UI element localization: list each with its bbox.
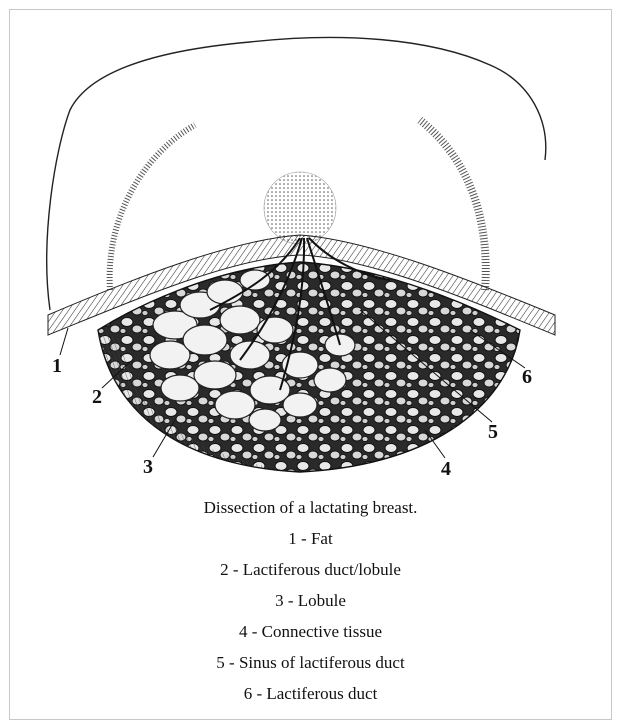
label-3: 3 xyxy=(143,456,153,478)
caption-title: Dissection of a lactating breast. xyxy=(10,498,611,518)
breast-dissection-illustration: 1 2 3 4 5 6 xyxy=(10,10,611,480)
caption-item-5: 5 - Sinus of lactiferous duct xyxy=(10,653,611,673)
figure-frame: 1 2 3 4 5 6 Dissection of a lactating br… xyxy=(9,9,612,720)
areola xyxy=(264,172,336,244)
caption-item-2: 2 - Lactiferous duct/lobule xyxy=(10,560,611,580)
caption-item-4: 4 - Connective tissue xyxy=(10,622,611,642)
skin-fold-right xyxy=(420,120,486,290)
caption-item-3: 3 - Lobule xyxy=(10,591,611,611)
label-2: 2 xyxy=(92,386,102,408)
figure-caption: Dissection of a lactating breast. 1 - Fa… xyxy=(10,498,611,715)
label-4: 4 xyxy=(441,458,451,480)
label-6: 6 xyxy=(522,366,532,388)
label-5: 5 xyxy=(488,421,498,443)
caption-item-6: 6 - Lactiferous duct xyxy=(10,684,611,704)
caption-item-1: 1 - Fat xyxy=(10,529,611,549)
label-1: 1 xyxy=(52,355,62,377)
